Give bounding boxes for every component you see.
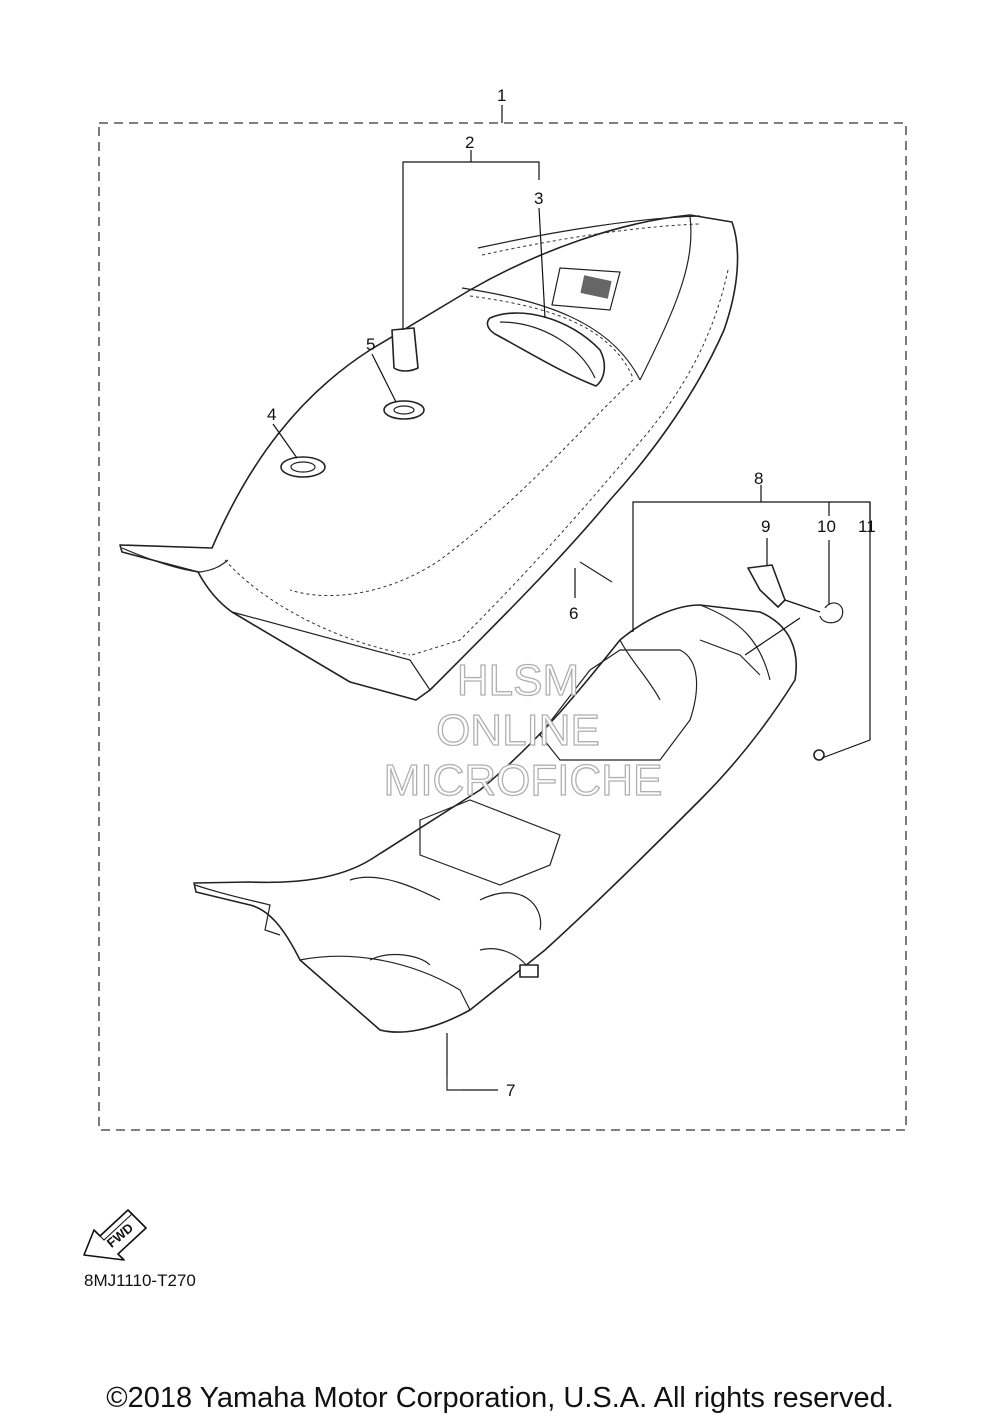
callout-7: 7 [506, 1081, 515, 1100]
callout-4: 4 [267, 405, 276, 424]
clip-7 [446, 1075, 462, 1091]
fiche-code: 8MJ1110-T270 [84, 1271, 196, 1290]
watermark: HLSM ONLINE MICROFICHE [383, 655, 663, 805]
callout-3: 3 [534, 189, 543, 208]
copyright-notice: ©2018 Yamaha Motor Corporation, U.S.A. A… [106, 1382, 894, 1414]
callout-10: 10 [817, 517, 836, 536]
assembly-boundary [98, 122, 907, 1131]
seat-tag [391, 327, 419, 372]
watermark-line-1: HLSM [457, 656, 579, 705]
callouts: 1 2 3 4 5 6 7 8 9 10 11 [267, 86, 876, 1100]
callout-8: 8 [754, 469, 763, 488]
callout-9: 9 [761, 517, 770, 536]
seat-base [193, 604, 797, 1033]
emblem-4 [280, 456, 326, 478]
watermark-line-3: MICROFICHE [384, 756, 663, 805]
seat-upper [119, 214, 739, 701]
callout-2: 2 [465, 133, 474, 152]
hose-6 [579, 561, 613, 583]
clip-10 [819, 602, 844, 624]
seat-logo-patch [580, 275, 612, 299]
bracket-9 [747, 564, 786, 608]
callout-5: 5 [366, 335, 375, 354]
fastener-11 [813, 749, 825, 761]
leader-lines [272, 105, 871, 1091]
watermark-line-2: ONLINE [436, 706, 600, 755]
grab-strap [486, 312, 606, 387]
callout-11: 11 [858, 517, 876, 536]
callout-6: 6 [569, 604, 578, 623]
emblem-5 [383, 400, 425, 420]
fwd-arrow-icon: FWD [83, 1209, 147, 1261]
callout-1: 1 [497, 86, 506, 105]
